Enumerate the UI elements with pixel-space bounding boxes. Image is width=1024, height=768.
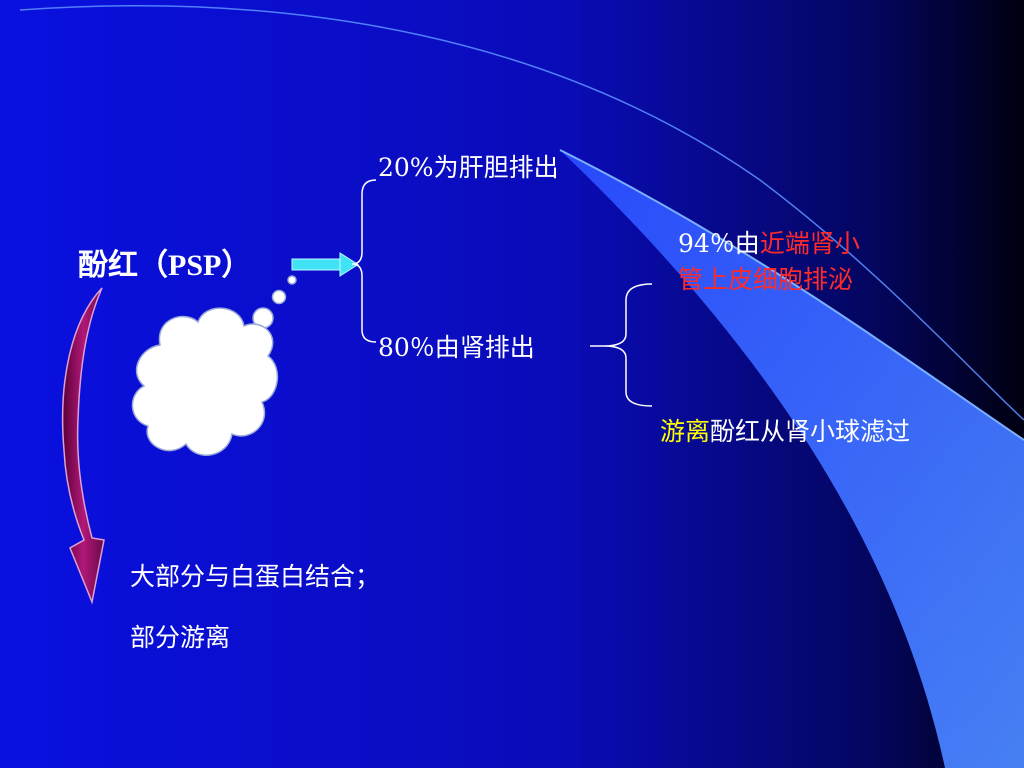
curved-arrow [61,287,105,605]
branch-bottom-label: 80％由肾排出 [378,333,535,362]
page-title: 酚红（PSP） [78,248,252,283]
brace-first-split [351,179,377,343]
right-arrow [291,252,359,277]
filtration-label: 游离酚红从肾小球滤过 [660,417,911,446]
decorative-swoosh [560,150,1024,768]
decorative-swoosh-edge [559,149,1024,441]
secretion-label: 94％由近端肾小 管上皮细胞排泌 [678,229,860,294]
branch-top-label: 20%为肝胆排出 [378,153,559,182]
binding-label-line1: 大部分与白蛋白结合； [130,562,381,591]
binding-label-line2: 部分游离 [130,623,231,652]
cloud-label: 静脉 注射 [166,355,219,421]
thought-cloud [131,275,297,456]
decorative-arc [19,5,1024,421]
